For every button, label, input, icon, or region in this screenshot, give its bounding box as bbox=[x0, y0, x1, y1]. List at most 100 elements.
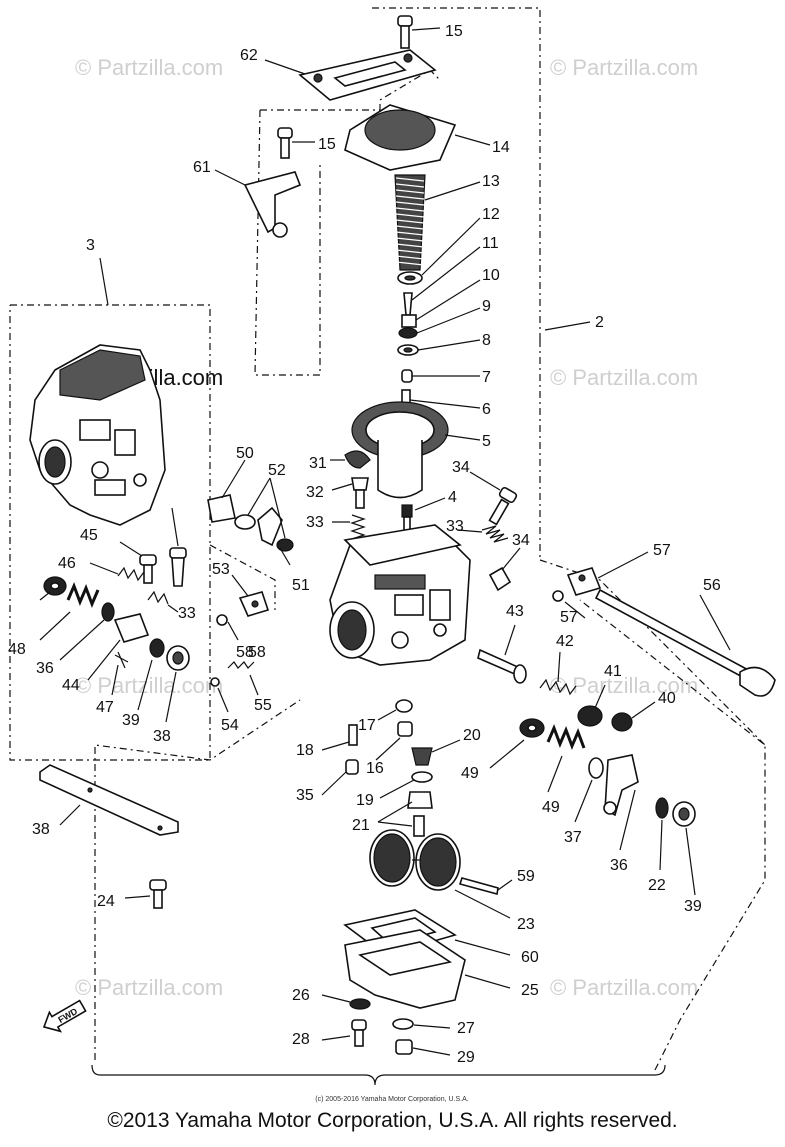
screw-45 bbox=[119, 541, 157, 584]
washer-49-left bbox=[39, 576, 67, 601]
callout-label: 13 bbox=[482, 173, 500, 190]
watermark-text: © Partzilla.com bbox=[75, 55, 223, 80]
watermark-text: © Partzilla.com bbox=[75, 673, 223, 698]
ball-54 bbox=[210, 677, 229, 713]
spring-coil bbox=[395, 225, 425, 230]
callout-label: 33 bbox=[446, 518, 464, 535]
callout-label: 54 bbox=[221, 717, 239, 734]
callout-label: 34 bbox=[452, 459, 470, 476]
spring-seat-8 bbox=[397, 339, 481, 356]
callout-label: 17 bbox=[358, 717, 376, 734]
bottom-right-outline bbox=[579, 599, 766, 1071]
spring-coil bbox=[395, 189, 425, 194]
screw-58-right bbox=[552, 590, 586, 619]
callout-label: 51 bbox=[292, 577, 310, 594]
bracket-57-right bbox=[566, 551, 649, 596]
spring-coil bbox=[395, 201, 425, 206]
float-bowl-26 bbox=[344, 929, 511, 1009]
callout-label: 4 bbox=[448, 489, 457, 506]
callout-label: 2 bbox=[595, 314, 604, 331]
callout-label: 11 bbox=[482, 235, 499, 252]
callout-label: 43 bbox=[506, 603, 524, 620]
callout-label: 20 bbox=[463, 727, 481, 744]
callout-label: 39 bbox=[684, 898, 702, 915]
bracket-59 bbox=[39, 764, 179, 836]
bottom-bracket bbox=[91, 1064, 666, 1086]
oring-52-a bbox=[234, 514, 256, 530]
screw-15-top bbox=[397, 15, 441, 49]
spring-coil bbox=[395, 177, 425, 182]
carburetor-body-main bbox=[329, 524, 471, 666]
floats-24 bbox=[369, 829, 511, 919]
subgroup-top-outline bbox=[260, 69, 441, 111]
jet-16 bbox=[375, 721, 413, 761]
callout-label: 19 bbox=[356, 792, 374, 809]
spring-13 bbox=[394, 174, 481, 271]
callout-label: 55 bbox=[254, 697, 272, 714]
screw-60 bbox=[124, 879, 167, 909]
watermark-text: © Partzilla.com bbox=[550, 55, 698, 80]
part-17 bbox=[377, 699, 413, 721]
spring-48 bbox=[39, 581, 100, 641]
needle-valve-22 bbox=[377, 791, 433, 837]
callout-line-2 bbox=[544, 321, 591, 331]
callout-label: 33 bbox=[178, 605, 196, 622]
clip-47 bbox=[111, 651, 129, 696]
screw-15-second bbox=[277, 127, 315, 159]
callout-label: 48 bbox=[8, 641, 26, 658]
callout-label: 15 bbox=[318, 136, 336, 153]
plug-30 bbox=[395, 1039, 451, 1056]
callout-label: 37 bbox=[564, 829, 582, 846]
callout-label: 25 bbox=[521, 982, 539, 999]
washer-49-right bbox=[489, 718, 545, 769]
part-40 bbox=[611, 701, 656, 732]
callout-label: 49 bbox=[542, 799, 560, 816]
screw-27 bbox=[321, 1019, 367, 1047]
part-7 bbox=[401, 369, 480, 383]
callout-label: 12 bbox=[482, 206, 500, 223]
fitting-53 bbox=[488, 547, 521, 592]
washer-21 bbox=[379, 771, 433, 799]
callout-label: 58 bbox=[236, 644, 254, 661]
callout-label: 53 bbox=[212, 561, 230, 578]
spring-coil bbox=[395, 207, 425, 212]
fitting-52 bbox=[247, 477, 294, 566]
spring-coil bbox=[395, 261, 425, 266]
callout-label: 52 bbox=[268, 462, 286, 479]
callout-label: 60 bbox=[521, 949, 539, 966]
callout-label: 8 bbox=[482, 332, 491, 349]
callout-label: 32 bbox=[306, 484, 324, 501]
spring-coil bbox=[395, 183, 425, 188]
callout-label: 24 bbox=[97, 893, 115, 910]
bottom-group-outline bbox=[94, 699, 301, 1060]
callout-label: 18 bbox=[296, 742, 314, 759]
clip-11 bbox=[403, 246, 481, 316]
spring-coil bbox=[395, 231, 425, 236]
callout-label: 41 bbox=[604, 663, 622, 680]
callout-label: 23 bbox=[517, 916, 535, 933]
callout-label: 56 bbox=[703, 577, 721, 594]
plunger-43 bbox=[477, 624, 527, 684]
group-2-outline bbox=[372, 7, 541, 340]
fwd-arrow-icon: FWD bbox=[42, 999, 87, 1033]
bracket-61 bbox=[214, 169, 302, 238]
jet-19 bbox=[321, 759, 359, 796]
callout-label: 34 bbox=[512, 532, 530, 549]
callout-label: 36 bbox=[36, 660, 54, 677]
pin-23 bbox=[458, 877, 513, 896]
spring-55 bbox=[227, 661, 259, 696]
watermark-text: © Partzilla.com bbox=[550, 365, 698, 390]
watermark-text: © Partzilla.com bbox=[550, 673, 698, 698]
washer-36-right bbox=[574, 757, 604, 823]
callout-label: 10 bbox=[482, 267, 500, 284]
screw-58-left bbox=[216, 614, 239, 641]
rod-56 bbox=[594, 588, 776, 697]
callout-label: 22 bbox=[648, 877, 666, 894]
screw-34-right bbox=[469, 471, 518, 526]
washer-9 bbox=[398, 307, 481, 339]
callout-label: 46 bbox=[58, 555, 76, 572]
cover-14 bbox=[344, 104, 491, 171]
cap-38-right bbox=[672, 801, 696, 896]
callout-label: 44 bbox=[62, 677, 80, 694]
washer-39-left bbox=[137, 638, 165, 711]
